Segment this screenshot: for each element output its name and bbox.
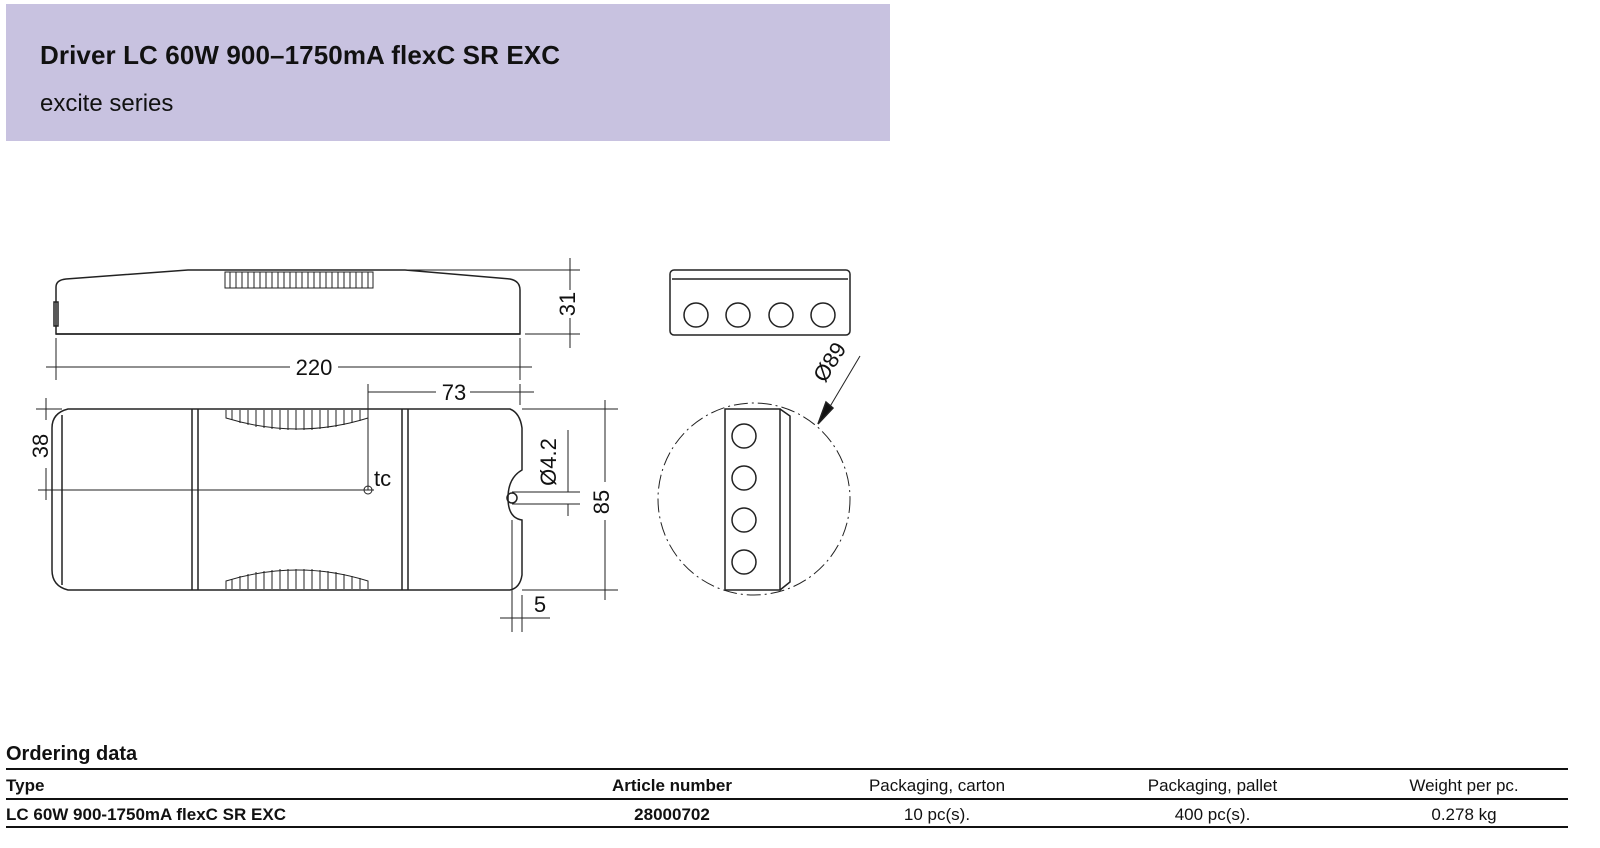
table-cell-packaging-carton: 10 pc(s).	[903, 805, 971, 824]
dim-tc-offset: 73	[442, 380, 466, 405]
dim-height: 31	[555, 292, 580, 316]
dim-hole: Ø4.2	[536, 438, 561, 486]
dim-bend-diameter: Ø89	[808, 338, 851, 387]
ordering-data-title: Ordering data	[6, 743, 138, 765]
product-series: excite series	[40, 90, 174, 117]
table-header-rule	[6, 798, 1568, 800]
dimension-drawing: 220 31 73 38 Ø4.2 85 5 Ø89 tc	[28, 258, 861, 632]
table-top-rule	[6, 768, 1568, 770]
table-cell-article-number: 28000702	[634, 805, 710, 824]
table-bottom-rule	[6, 826, 1568, 828]
dim-length: 220	[296, 355, 333, 380]
bent-view	[657, 355, 861, 596]
dim-edge: 5	[534, 592, 546, 617]
dim-width: 85	[589, 490, 614, 514]
end-view	[669, 269, 851, 336]
side-view	[53, 269, 521, 335]
title-banner: Driver LC 60W 900–1750mA flexC SR EXC ex…	[6, 4, 890, 141]
column-header-packaging-pallet: Packaging, pallet	[1147, 776, 1278, 795]
column-header-type: Type	[6, 776, 45, 795]
table-cell-type: LC 60W 900-1750mA flexC SR EXC	[6, 805, 286, 824]
column-header-packaging-carton: Packaging, carton	[868, 776, 1006, 795]
column-header-article-number: Article number	[612, 776, 732, 795]
table-cell-weight: 0.278 kg	[1431, 805, 1497, 824]
top-view	[51, 408, 523, 591]
tc-label: tc	[374, 466, 391, 491]
dim-tc-side: 38	[28, 434, 53, 458]
product-title: Driver LC 60W 900–1750mA flexC SR EXC	[40, 40, 561, 70]
table-cell-packaging-pallet: 400 pc(s).	[1174, 805, 1251, 824]
column-header-weight: Weight per pc.	[1409, 776, 1519, 795]
